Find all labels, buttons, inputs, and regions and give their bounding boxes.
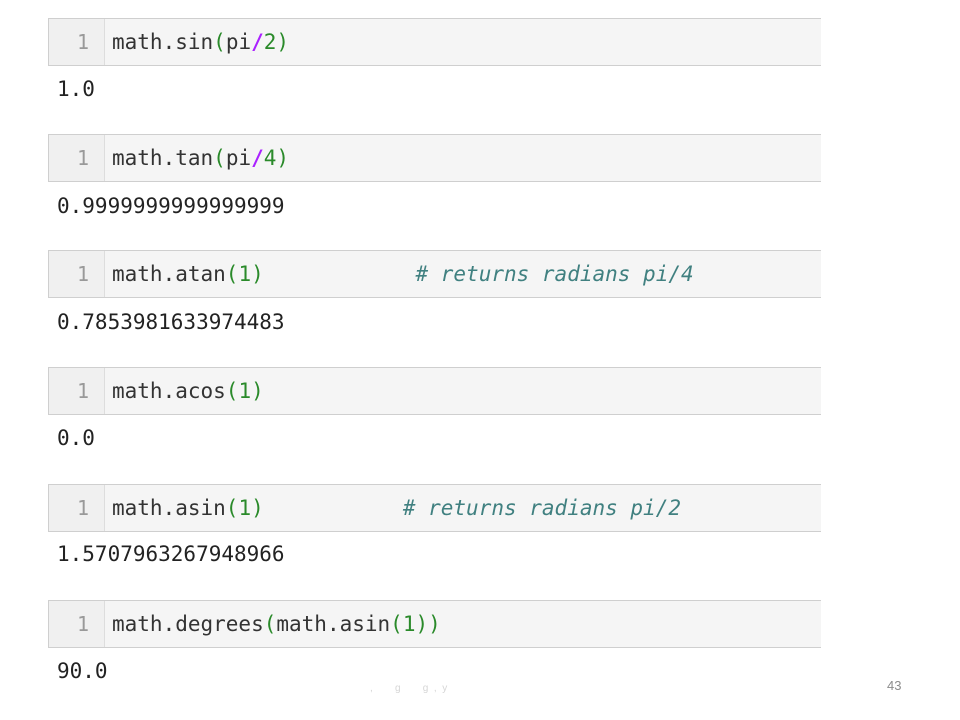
code-number-token: 1: [402, 612, 416, 636]
code-cell[interactable]: 1 math.tan(pi/4): [48, 134, 821, 182]
code-name-token: math.sin: [112, 30, 214, 54]
code-comment: # returns radians pi/4: [415, 262, 694, 286]
code-name-token: math.degrees: [112, 612, 264, 636]
cell-output: 0.0: [57, 426, 95, 450]
code-paren-token: (: [390, 612, 403, 636]
code-paren-token: ): [276, 30, 290, 54]
code-cell[interactable]: 1 math.atan(1) # returns radians pi/4: [48, 250, 821, 298]
cell-output: 0.7853981633974483: [57, 310, 285, 334]
line-number: 1: [49, 601, 105, 647]
code-number-token: 2: [263, 30, 277, 54]
code-operator-token: /: [251, 146, 264, 170]
code-name-token: math.asin: [276, 612, 391, 636]
code-paren-token: (: [225, 262, 239, 286]
slide-footer-text: , g g , y: [370, 683, 448, 694]
code-paren-token: ): [251, 379, 264, 403]
code-cell[interactable]: 1 math.asin(1) # returns radians pi/2: [48, 484, 821, 532]
code-line[interactable]: math.acos(1): [105, 368, 264, 414]
code-paren-token: (: [225, 379, 239, 403]
code-line[interactable]: math.tan(pi/4): [105, 135, 289, 181]
code-number-token: 1: [238, 262, 252, 286]
code-paren-token: ): [251, 262, 264, 286]
cell-output: 90.0: [57, 659, 108, 683]
code-line[interactable]: math.atan(1) # returns radians pi/4: [105, 251, 694, 297]
line-number: 1: [49, 368, 105, 414]
line-number: 1: [49, 135, 105, 181]
code-cell[interactable]: 1 math.sin(pi/2): [48, 18, 821, 66]
cell-output: 1.0: [57, 77, 95, 101]
code-name-token: pi: [225, 30, 252, 54]
code-operator-token: /: [251, 30, 264, 54]
code-number-token: 1: [238, 379, 252, 403]
line-number: 1: [49, 485, 105, 531]
line-number: 1: [49, 19, 105, 65]
code-whitespace: [264, 262, 416, 286]
code-line[interactable]: math.asin(1) # returns radians pi/2: [105, 485, 681, 531]
code-name-token: math.asin: [112, 496, 226, 520]
code-comment: # returns radians pi/2: [402, 496, 681, 520]
line-number: 1: [49, 251, 105, 297]
code-paren-token: (: [225, 496, 239, 520]
code-name-token: math.tan: [112, 146, 214, 170]
code-name-token: math.acos: [112, 379, 226, 403]
code-cell[interactable]: 1 math.degrees(math.asin(1)): [48, 600, 821, 648]
code-whitespace: [264, 496, 403, 520]
code-paren-token: )): [415, 612, 441, 636]
cell-output: 0.9999999999999999: [57, 194, 285, 218]
code-paren-token: ): [276, 146, 290, 170]
code-line[interactable]: math.sin(pi/2): [105, 19, 289, 65]
code-paren-token: (: [263, 612, 277, 636]
cell-output: 1.5707963267948966: [57, 542, 285, 566]
code-name-token: pi: [225, 146, 252, 170]
code-name-token: math.atan: [112, 262, 226, 286]
code-paren-token: (: [213, 146, 226, 170]
slide-number: 43: [887, 678, 902, 693]
code-paren-token: (: [213, 30, 226, 54]
code-paren-token: ): [251, 496, 264, 520]
code-number-token: 4: [263, 146, 277, 170]
code-cell[interactable]: 1 math.acos(1): [48, 367, 821, 415]
code-number-token: 1: [238, 496, 252, 520]
code-line[interactable]: math.degrees(math.asin(1)): [105, 601, 441, 647]
